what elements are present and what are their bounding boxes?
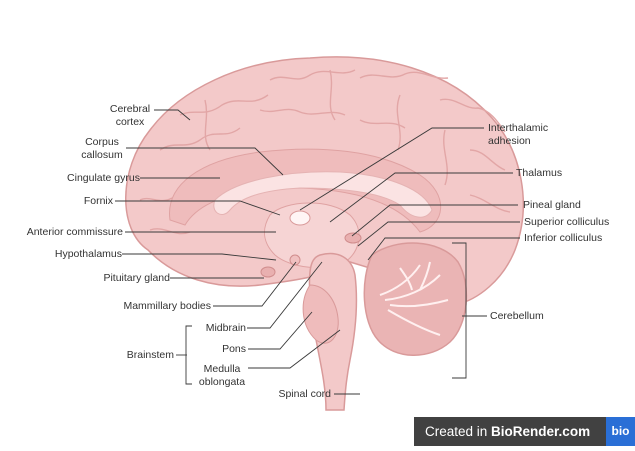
label-hypothalamus: Hypothalamus — [54, 248, 122, 260]
label-interthalamic-adhesion: Interthalamic adhesion — [488, 122, 549, 147]
label-cerebral-cortex: Cerebral cortex — [109, 103, 151, 128]
label-fornix: Fornix — [83, 195, 113, 207]
label-corpus-callosum: Corpus callosum — [81, 136, 123, 161]
cerebellum-shape — [363, 242, 468, 356]
label-anterior-commissure: Anterior commissure — [26, 226, 123, 238]
brackets — [185, 242, 467, 385]
gyri-texture — [139, 69, 511, 235]
pineal-gland-shape — [344, 232, 362, 244]
label-medulla-oblongata: Medulla oblongata — [198, 363, 246, 388]
leader-lines — [115, 109, 520, 395]
label-pons: Pons — [222, 343, 246, 355]
label-superior-colliculus: Superior colliculus — [524, 216, 610, 228]
label-mammillary-bodies: Mammillary bodies — [123, 300, 211, 312]
label-inferior-colliculus: Inferior colliculus — [524, 232, 603, 244]
pons-shape — [302, 284, 339, 344]
corpus-callosum-shape — [213, 171, 433, 218]
interthalamic-adhesion-shape — [289, 210, 311, 226]
cerebellum-arbor-vitae — [379, 261, 449, 336]
label-pineal-gland: Pineal gland — [523, 199, 581, 211]
label-cerebellum: Cerebellum — [490, 310, 544, 322]
biorender-logo: bio — [606, 417, 635, 446]
mammillary-body-shape — [289, 254, 301, 266]
label-midbrain: Midbrain — [205, 322, 246, 334]
biorender-watermark: Created in BioRender.com bio — [414, 417, 635, 446]
label-brainstem: Brainstem — [126, 349, 174, 361]
pituitary-shape — [260, 266, 276, 278]
watermark-text: Created in BioRender.com — [425, 424, 591, 439]
label-pituitary-gland: Pituitary gland — [103, 272, 170, 284]
label-cingulate-gyrus: Cingulate gyrus — [67, 172, 140, 184]
label-thalamus: Thalamus — [516, 167, 563, 179]
label-spinal-cord: Spinal cord — [278, 388, 331, 400]
